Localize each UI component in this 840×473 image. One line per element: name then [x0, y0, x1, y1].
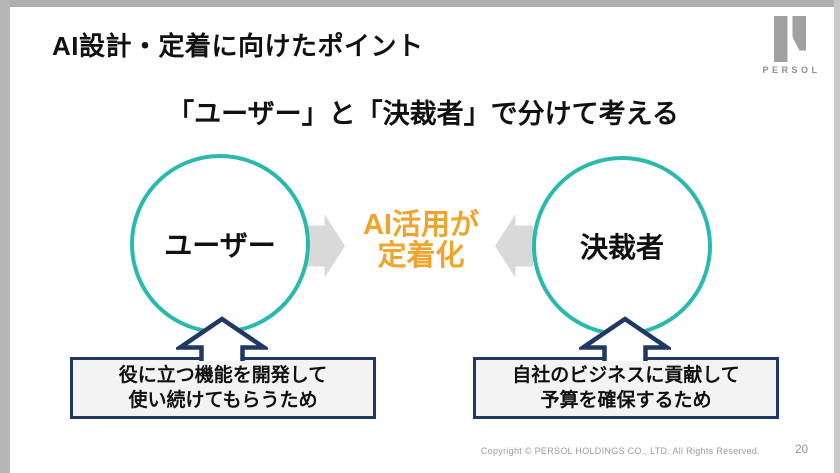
- user-circle: ユーザー: [130, 154, 310, 334]
- approver-reason-box: 自社のビジネスに貢献して 予算を確保するため: [473, 357, 779, 419]
- arrow-up-icon-right: [579, 316, 671, 361]
- user-circle-label: ユーザー: [164, 230, 276, 261]
- arrow-up-icon-left: [176, 316, 268, 361]
- persol-logo-icon: [748, 16, 832, 62]
- viewer-frame-top: [0, 0, 840, 7]
- page-title: AI設計・定着に向けたポイント: [52, 31, 424, 61]
- viewer-frame-left: [0, 0, 10, 473]
- center-message-line1: AI活用が: [362, 209, 479, 241]
- approver-reason-line1: 自社のビジネスに貢献して: [512, 365, 740, 386]
- user-reason-box: 役に立つ機能を開発して 使い続けてもらうため: [70, 357, 376, 419]
- user-reason-line1: 役に立つ機能を開発して: [118, 365, 328, 386]
- slide-subtitle: 「ユーザー」と「決裁者」で分けて考える: [167, 99, 679, 129]
- persol-logo-text: PERSOL: [762, 65, 821, 75]
- copyright-text: Copyright © PERSOL HOLDINGS CO., LTD. Al…: [480, 446, 760, 456]
- approver-circle: 決裁者: [532, 156, 712, 336]
- center-message: AI活用が 定着化: [331, 210, 511, 272]
- persol-logo: PERSOL: [748, 16, 832, 75]
- user-reason-line2: 使い続けてもらうため: [128, 390, 318, 411]
- page-number: 20: [795, 444, 808, 456]
- approver-reason-line2: 予算を確保するため: [540, 390, 712, 411]
- approver-circle-label: 決裁者: [579, 232, 664, 263]
- center-message-line2: 定着化: [377, 240, 465, 272]
- viewer-frame-right: [834, 0, 840, 473]
